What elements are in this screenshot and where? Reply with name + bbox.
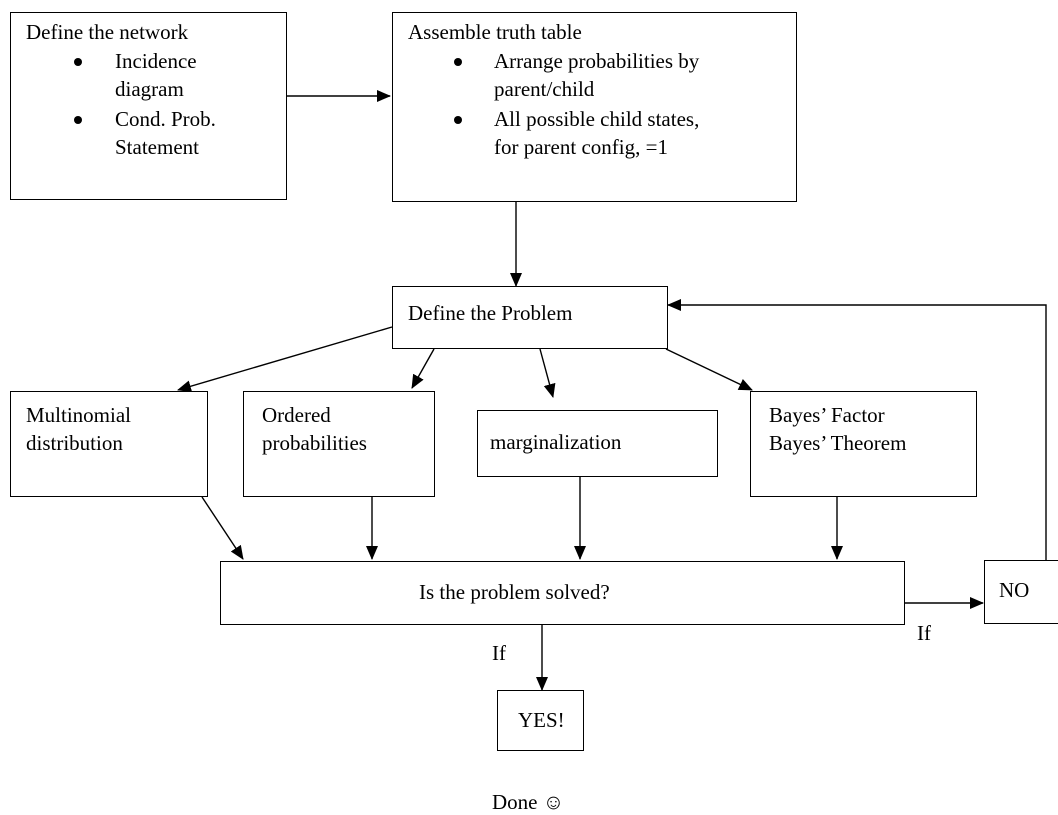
done-label: Done ☺ (492, 790, 565, 814)
no-label: NO (999, 578, 1030, 602)
assemble-title: Assemble truth table (408, 20, 582, 44)
bullet-icon (74, 58, 82, 66)
no-box: NO (984, 560, 1058, 624)
no-edge-label: If (917, 621, 931, 645)
ordered-probabilities-box: Ordered probabilities (243, 391, 435, 497)
bayes-box: Bayes’ Factor Bayes’ Theorem (750, 391, 977, 497)
bullet-text: diagram (115, 77, 184, 101)
bullet-text: Incidence (115, 49, 197, 73)
bayes-line: Bayes’ Factor (769, 403, 885, 427)
bullet-text: Arrange probabilities by (494, 49, 700, 73)
yes-label: YES! (518, 708, 565, 732)
define-problem-box: Define the Problem (392, 286, 668, 349)
bullet-icon (74, 116, 82, 124)
arrow-problem-to-multinomial (177, 326, 393, 393)
define-network-title: Define the network (26, 20, 189, 44)
problem-solved-label: Is the problem solved? (419, 580, 610, 604)
bullet-text: Statement (115, 135, 199, 159)
ordered-line: Ordered (262, 403, 331, 427)
arrow-problem-to-ordered (411, 348, 435, 389)
bullet-icon (454, 58, 462, 66)
problem-solved-box: Is the problem solved? (220, 561, 905, 625)
multinomial-line: distribution (26, 431, 123, 455)
ordered-line: probabilities (262, 431, 367, 455)
bullet-text: All possible child states, (494, 107, 700, 131)
bullet-text: Cond. Prob. (115, 107, 216, 131)
define-problem-label: Define the Problem (408, 301, 573, 325)
yes-box: YES! (497, 690, 584, 751)
arrow-problem-to-bayes (665, 348, 753, 391)
multinomial-line: Multinomial (26, 403, 131, 427)
marginalization-label: marginalization (490, 430, 622, 454)
define-network-box: Define the network Incidence diagram Con… (10, 12, 287, 200)
arrow-problem-to-marginalization (539, 348, 556, 398)
marginalization-box: marginalization (477, 410, 718, 477)
bullet-icon (454, 116, 462, 124)
arrow-multinomial-to-solved (201, 496, 244, 560)
bayes-line: Bayes’ Theorem (769, 431, 907, 455)
yes-edge-label: If (492, 641, 506, 665)
multinomial-box: Multinomial distribution (10, 391, 208, 497)
bullet-text: parent/child (494, 77, 595, 101)
arrow-no-loop-back (667, 299, 1047, 560)
bullet-text: for parent config, =1 (494, 135, 668, 159)
assemble-truth-table-box: Assemble truth table Arrange probabiliti… (392, 12, 797, 202)
